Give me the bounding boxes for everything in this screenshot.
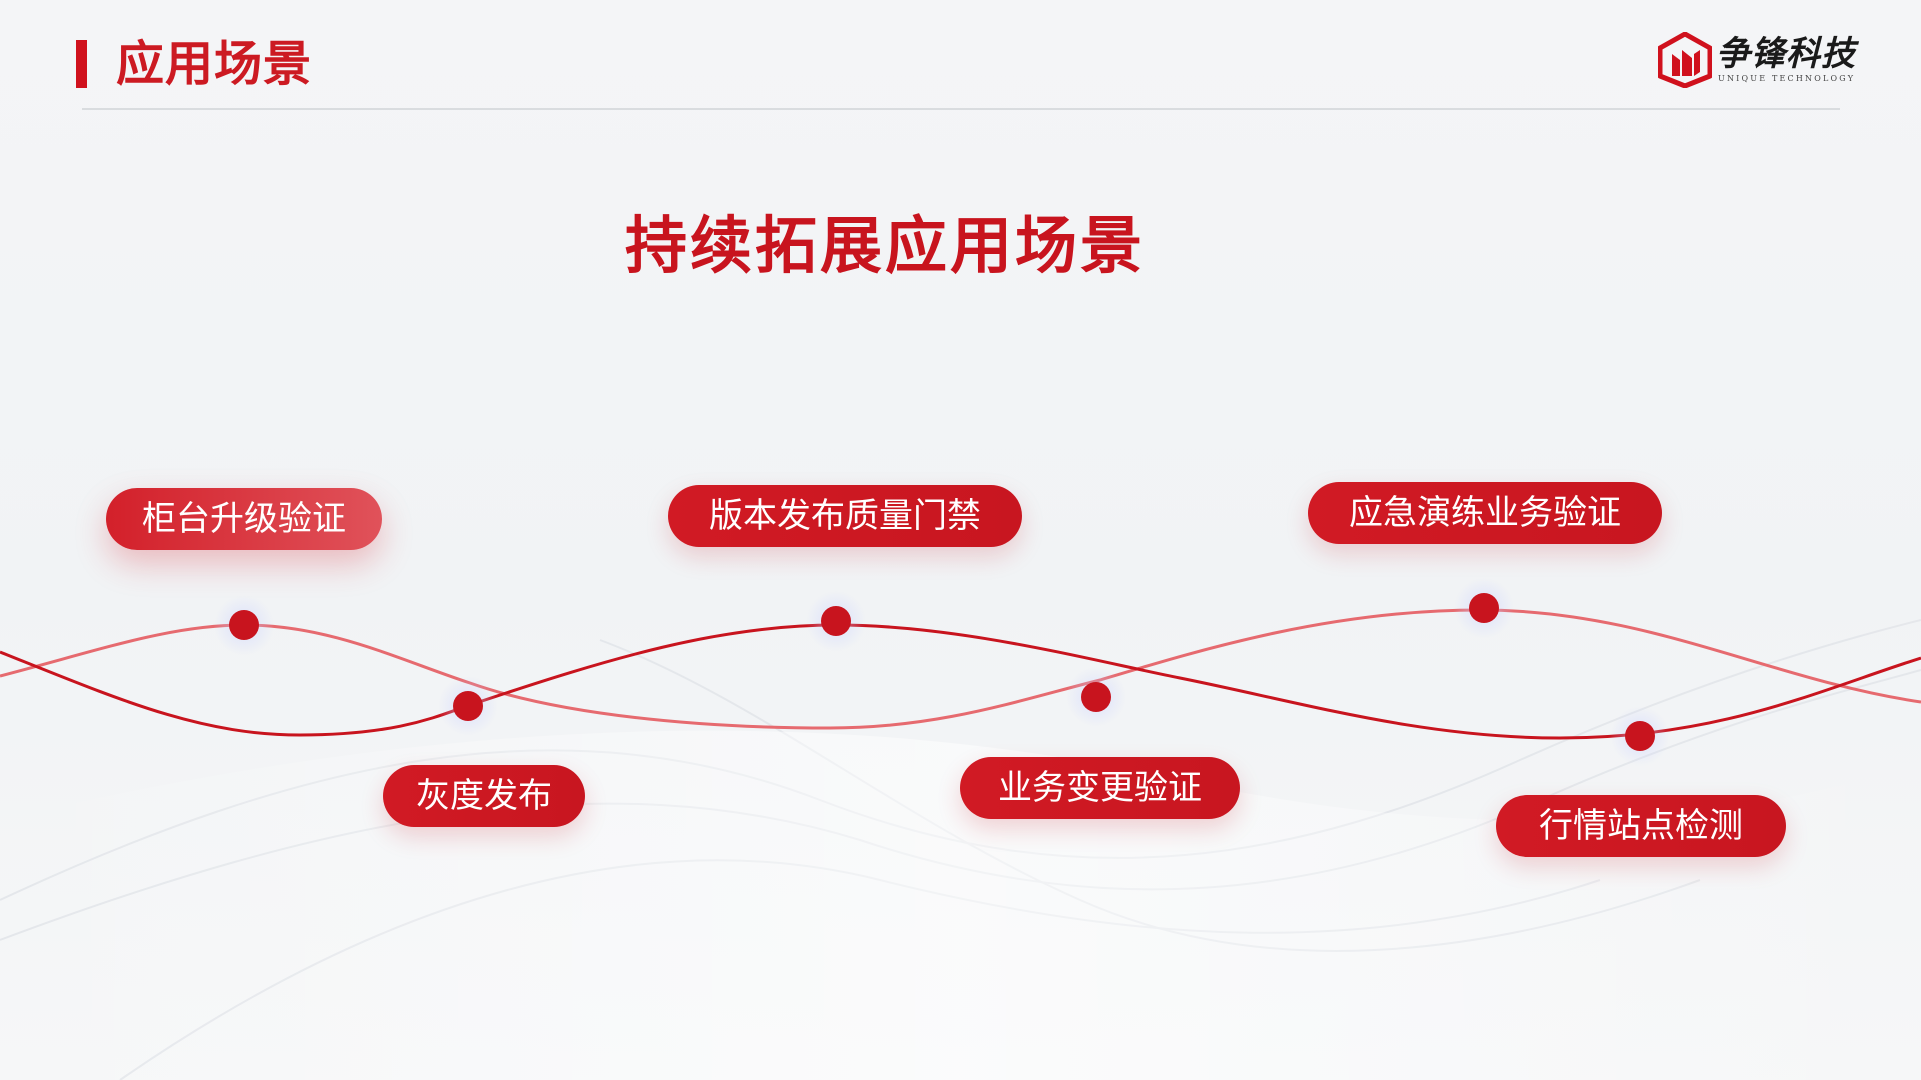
page-title: 应用场景 [116,36,313,92]
timeline-dot [229,610,259,640]
header-divider [82,108,1840,110]
logo-mark-icon [1658,32,1712,88]
timeline-dots [214,578,1670,766]
timeline-dot [1469,593,1499,623]
scenario-pill-emergency-drill: 应急演练业务验证 [1308,482,1662,544]
header-accent-bar [76,40,87,88]
logo-text-cn: 争锋科技 [1716,34,1856,74]
scenario-pill-counter-upgrade: 柜台升级验证 [106,488,382,550]
timeline-dot [1081,682,1111,712]
logo-text-en: UNIQUE TECHNOLOGY [1718,74,1856,83]
timeline-dot [1625,721,1655,751]
scenario-pill-gray-release: 灰度发布 [383,765,585,827]
timeline-dot [821,606,851,636]
company-logo: 争锋科技 UNIQUE TECHNOLOGY [1658,30,1858,92]
wave-line-dark [0,623,1921,740]
scenario-pill-release-quality-gate: 版本发布质量门禁 [668,485,1022,547]
scenario-pill-market-station-check: 行情站点检测 [1496,795,1786,857]
scenario-pill-business-change: 业务变更验证 [960,757,1240,819]
timeline-dot [453,691,483,721]
main-title: 持续拓展应用场景 [624,209,1145,282]
